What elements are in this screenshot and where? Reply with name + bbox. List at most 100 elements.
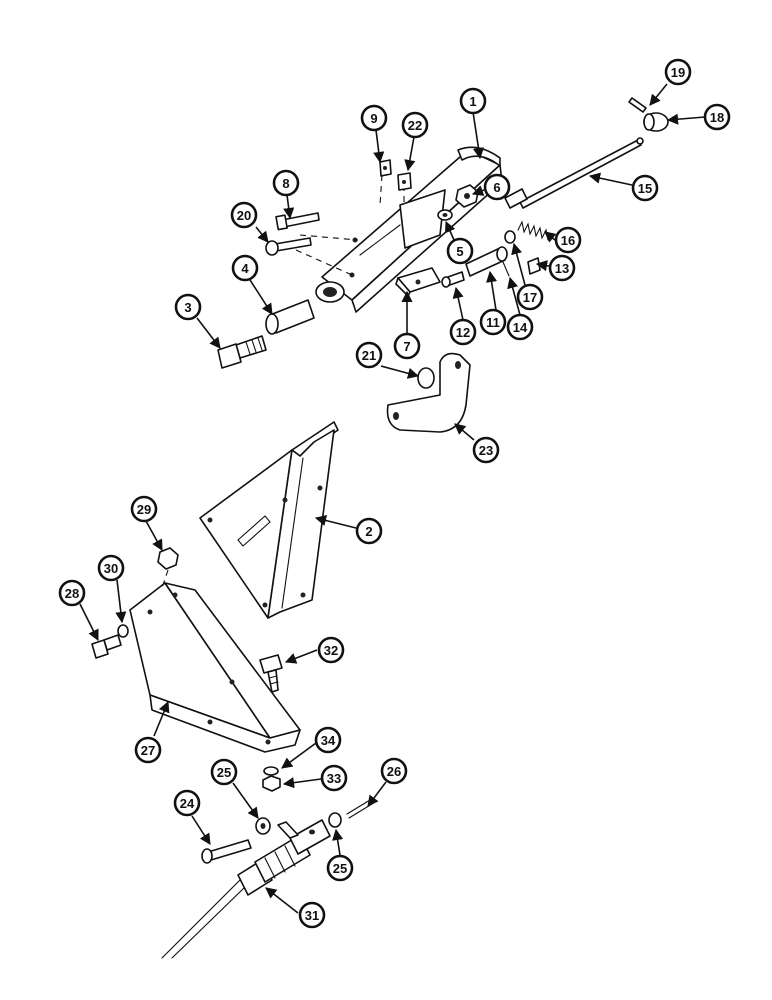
svg-text:28: 28 [65,586,79,601]
knob-part-18 [643,112,669,132]
svg-text:25: 25 [217,765,231,780]
washer-part-30 [117,624,129,638]
bolt-part-20 [265,237,312,256]
washer-part-25-lower [328,812,342,828]
svg-text:18: 18 [710,110,724,125]
svg-text:21: 21 [362,348,376,363]
svg-text:20: 20 [237,208,251,223]
callout-7: 7 [393,332,421,360]
bracket-plate-part-2 [199,421,339,619]
callout-25-lower: 25 [326,854,354,882]
svg-text:6: 6 [493,180,500,195]
nut-part-33 [262,775,281,792]
callout-31: 31 [298,901,326,929]
pin-part-14 [502,261,510,277]
callout-3: 3 [174,293,202,321]
bolt-part-8 [275,212,320,231]
callout-19: 19 [664,58,692,86]
callout-8: 8 [272,169,300,197]
bolt-part-28 [91,634,122,659]
leader-lines [79,83,706,914]
nut-part-29 [157,547,179,570]
callout-1: 1 [459,87,487,115]
svg-text:7: 7 [403,339,410,354]
callout-13: 13 [548,254,576,282]
callout-34: 34 [314,726,342,754]
callout-23: 23 [472,436,500,464]
svg-text:8: 8 [282,176,289,191]
pin-part-19 [628,97,647,113]
washer-part-34 [263,766,279,776]
plate-part-23 [386,352,471,433]
washer-part-5 [437,209,453,221]
cotter-pin-part-26 [346,799,373,819]
svg-text:3: 3 [184,300,191,315]
callout-28: 28 [58,579,86,607]
svg-text:23: 23 [479,443,493,458]
pin-part-12 [441,271,465,288]
callout-12: 12 [449,318,477,346]
callout-14: 14 [506,313,534,341]
svg-text:17: 17 [523,290,537,305]
bracket-part-7 [395,267,441,297]
svg-text:29: 29 [137,502,151,517]
svg-text:30: 30 [104,561,118,576]
svg-text:25: 25 [333,861,347,876]
svg-text:32: 32 [324,643,338,658]
callout-9: 9 [360,104,388,132]
shaft-part-11 [465,246,508,277]
svg-text:26: 26 [387,764,401,779]
svg-text:5: 5 [456,244,463,259]
callout-6: 6 [483,173,511,201]
mounting-bracket-part-27 [129,569,301,753]
callout-27: 27 [134,736,162,764]
svg-text:12: 12 [456,325,470,340]
callout-2: 2 [355,517,383,545]
svg-text:16: 16 [561,233,575,248]
callout-11: 11 [479,308,507,336]
washer-part-17 [504,230,516,244]
callout-29: 29 [130,495,158,523]
callout-16: 16 [554,226,582,254]
callout-5: 5 [446,237,474,265]
sleeve-part-4 [265,299,315,335]
svg-text:4: 4 [241,261,249,276]
svg-text:15: 15 [638,181,652,196]
callout-15: 15 [631,174,659,202]
callout-4: 4 [231,254,259,282]
svg-text:27: 27 [141,743,155,758]
spacer-part-21 [417,367,435,389]
svg-text:9: 9 [370,111,377,126]
callout-33: 33 [320,764,348,792]
rod-part-15 [504,137,644,209]
pin-part-24 [201,839,252,864]
callout-30: 30 [97,554,125,582]
callout-22: 22 [401,111,429,139]
svg-text:19: 19 [671,65,685,80]
control-cable-part-31 [161,819,331,959]
callout-21: 21 [355,341,383,369]
clip-part-9 [379,159,392,177]
svg-text:2: 2 [365,524,372,539]
callout-32: 32 [317,636,345,664]
svg-text:33: 33 [327,771,341,786]
callout-17: 17 [516,283,544,311]
clip-part-22 [397,172,412,191]
callout-20: 20 [230,201,258,229]
svg-text:24: 24 [180,796,195,811]
callouts: 1 2 3 4 5 6 7 8 9 11 12 13 14 15 16 17 1… [58,58,731,929]
callout-25-upper: 25 [210,758,238,786]
svg-text:34: 34 [321,733,336,748]
callout-26: 26 [380,757,408,785]
spring-part-16 [517,220,549,241]
svg-text:14: 14 [513,320,528,335]
bolt-part-32 [259,654,283,693]
washer-part-25-upper [255,817,271,835]
svg-text:11: 11 [486,315,500,330]
svg-text:1: 1 [469,94,476,109]
svg-text:22: 22 [408,118,422,133]
callout-18: 18 [703,103,731,131]
callout-24: 24 [173,789,201,817]
bolt-part-3 [217,335,267,369]
